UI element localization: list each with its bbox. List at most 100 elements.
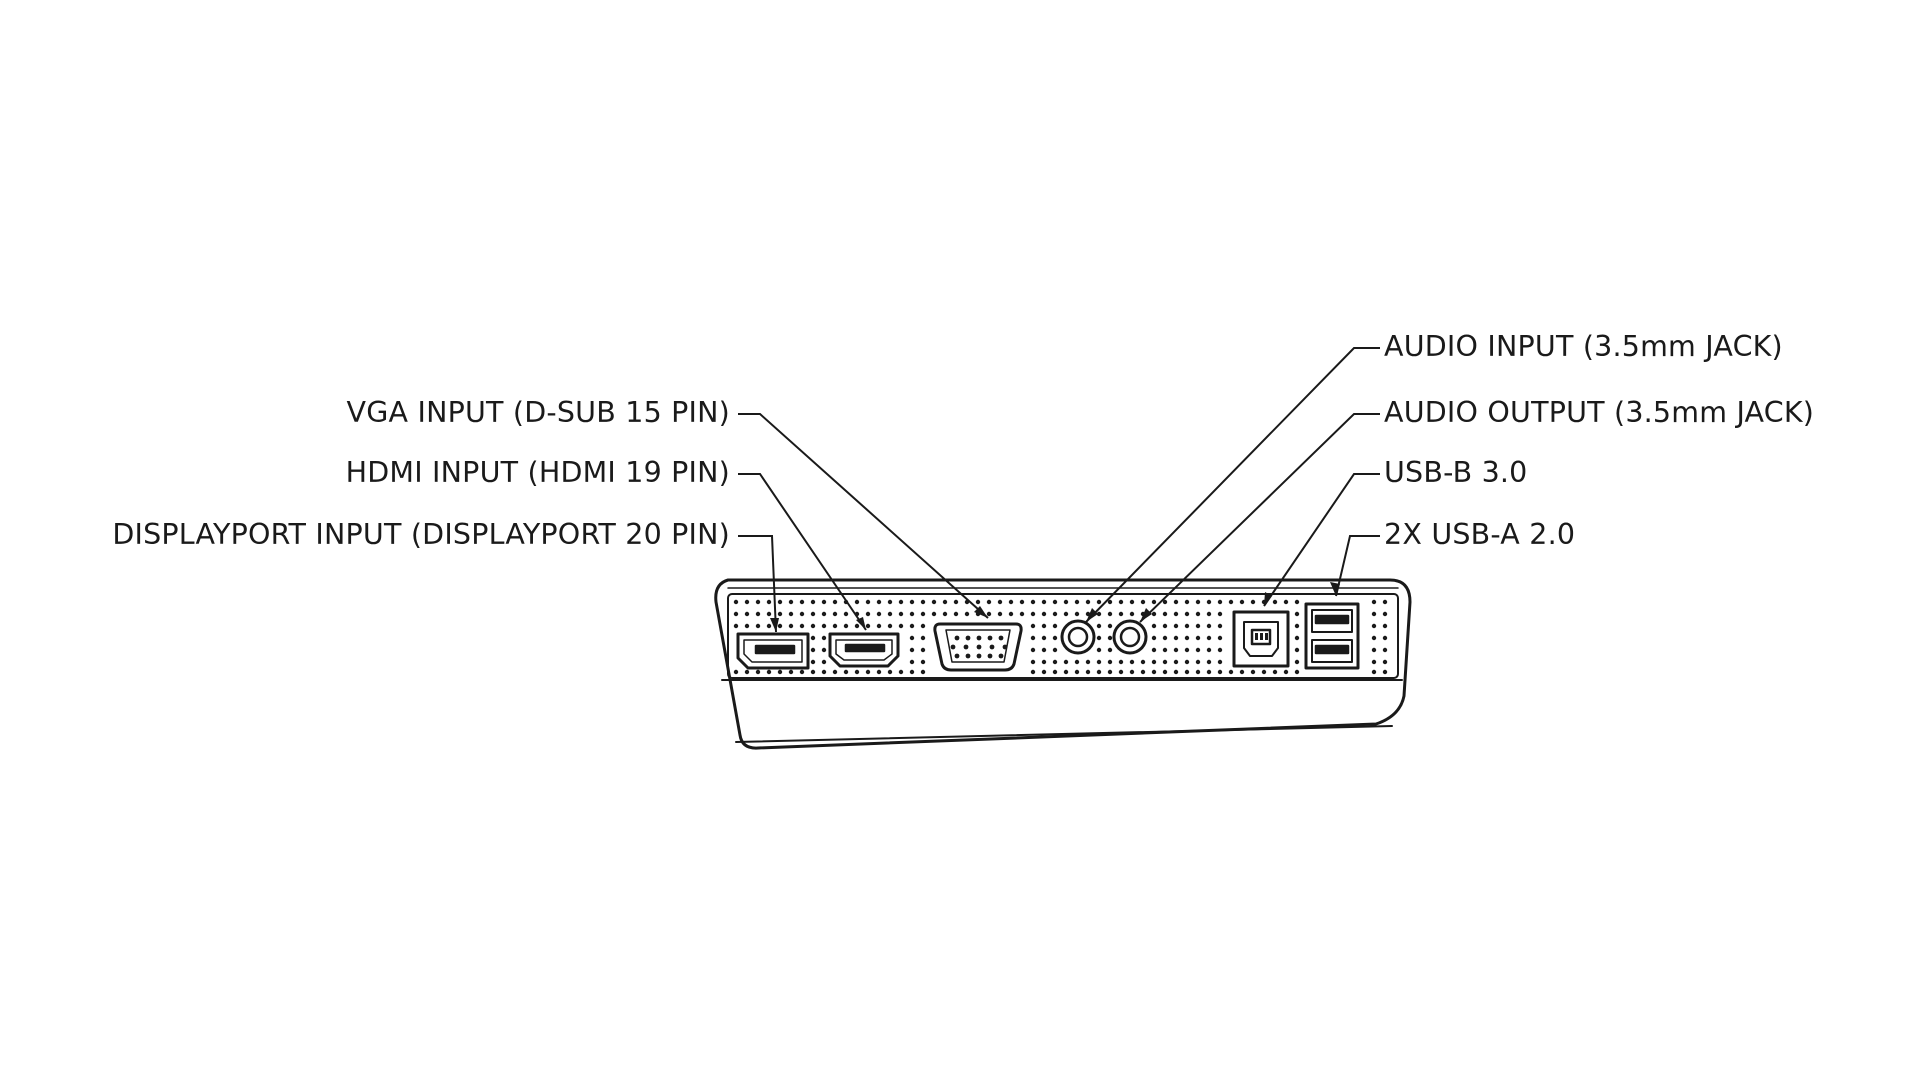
arrow-hdmi <box>856 617 866 630</box>
vent-dot <box>1030 623 1036 629</box>
vent-dot <box>975 599 981 605</box>
vent-dot <box>821 623 827 629</box>
label-displayport: DISPLAYPORT INPUT (DISPLAYPORT 20 PIN) <box>112 518 730 551</box>
vent-dot <box>1151 599 1157 605</box>
vent-dot <box>821 647 827 653</box>
arrow-audio-output <box>1140 608 1152 622</box>
vent-dot <box>1008 599 1014 605</box>
label-audio-output: AUDIO OUTPUT (3.5mm JACK) <box>1384 396 1815 429</box>
vent-dot <box>1107 599 1113 605</box>
vent-dot <box>1030 635 1036 641</box>
vent-dot <box>788 611 794 617</box>
vent-dot <box>1162 659 1168 665</box>
vent-dot <box>1217 659 1223 665</box>
vent-dot <box>1096 659 1102 665</box>
vent-dot <box>1063 599 1069 605</box>
vent-dot <box>1283 599 1289 605</box>
vent-dot <box>1294 669 1300 675</box>
vent-dot <box>920 669 926 675</box>
vent-dot <box>1107 611 1113 617</box>
vent-dot <box>1052 623 1058 629</box>
vent-dot <box>1382 635 1388 641</box>
vent-dot <box>1118 611 1124 617</box>
vent-dot <box>898 669 904 675</box>
usb-b-pin <box>1260 633 1263 640</box>
vent-dot <box>942 599 948 605</box>
vent-dot <box>1151 635 1157 641</box>
vent-dot <box>1107 623 1113 629</box>
vent-dot <box>777 669 783 675</box>
vent-dot <box>1151 659 1157 665</box>
vent-dot <box>832 623 838 629</box>
vent-dot <box>1184 611 1190 617</box>
vent-dot <box>1151 623 1157 629</box>
vent-dot <box>1173 611 1179 617</box>
vent-dot <box>1206 647 1212 653</box>
vent-dot <box>777 599 783 605</box>
vent-dot <box>821 669 827 675</box>
vent-dot <box>1052 669 1058 675</box>
vent-dot <box>799 623 805 629</box>
vga-pin <box>998 653 1004 659</box>
vent-dot <box>810 647 816 653</box>
vent-dot <box>1173 623 1179 629</box>
vent-dot <box>887 611 893 617</box>
vent-dot <box>733 611 739 617</box>
vent-dot <box>1239 669 1245 675</box>
bottom-edge-line <box>735 725 1393 743</box>
vent-dot <box>1052 611 1058 617</box>
vent-dot <box>1228 599 1234 605</box>
vent-dot <box>1195 611 1201 617</box>
vent-dot <box>1162 647 1168 653</box>
vent-dot <box>1151 647 1157 653</box>
vent-dot <box>1129 669 1135 675</box>
vga-pin <box>976 635 982 641</box>
vent-dot <box>1217 669 1223 675</box>
vent-dot <box>1052 635 1058 641</box>
vent-dot <box>1129 599 1135 605</box>
vga-pin <box>987 653 993 659</box>
vent-dot <box>1173 599 1179 605</box>
vga-pin <box>965 635 971 641</box>
vent-dot <box>1173 635 1179 641</box>
vent-dot <box>733 669 739 675</box>
arrow-vga <box>974 606 988 618</box>
label-hdmi: HDMI INPUT (HDMI 19 PIN) <box>345 456 730 489</box>
vent-dot <box>810 599 816 605</box>
vent-dot <box>909 647 915 653</box>
vent-dot <box>1085 599 1091 605</box>
vent-dot <box>1184 599 1190 605</box>
vent-dot <box>1382 659 1388 665</box>
vent-dot <box>865 611 871 617</box>
vent-dot <box>887 599 893 605</box>
vent-dot <box>909 669 915 675</box>
vent-dot <box>1195 669 1201 675</box>
vent-dot <box>1371 623 1377 629</box>
vent-dot <box>876 669 882 675</box>
vent-dot <box>1030 669 1036 675</box>
vent-dot <box>1096 669 1102 675</box>
vent-dot <box>799 611 805 617</box>
vent-dot <box>920 611 926 617</box>
vent-dot <box>1162 623 1168 629</box>
vga-pins <box>950 635 1008 659</box>
vent-dot <box>788 599 794 605</box>
vent-dot <box>964 611 970 617</box>
vent-dot <box>909 599 915 605</box>
vent-dot <box>766 623 772 629</box>
vent-dot <box>953 599 959 605</box>
vent-dot <box>909 635 915 641</box>
vent-dot <box>766 669 772 675</box>
vent-dot <box>1008 611 1014 617</box>
vent-dot <box>1173 669 1179 675</box>
vent-dot <box>744 669 750 675</box>
vent-dot <box>832 669 838 675</box>
vent-dot <box>1030 611 1036 617</box>
usb-b-pin <box>1265 633 1268 640</box>
vent-dot <box>1052 599 1058 605</box>
vent-dot <box>843 611 849 617</box>
vent-dot <box>1074 599 1080 605</box>
vent-dot <box>865 623 871 629</box>
vent-dot <box>733 623 739 629</box>
